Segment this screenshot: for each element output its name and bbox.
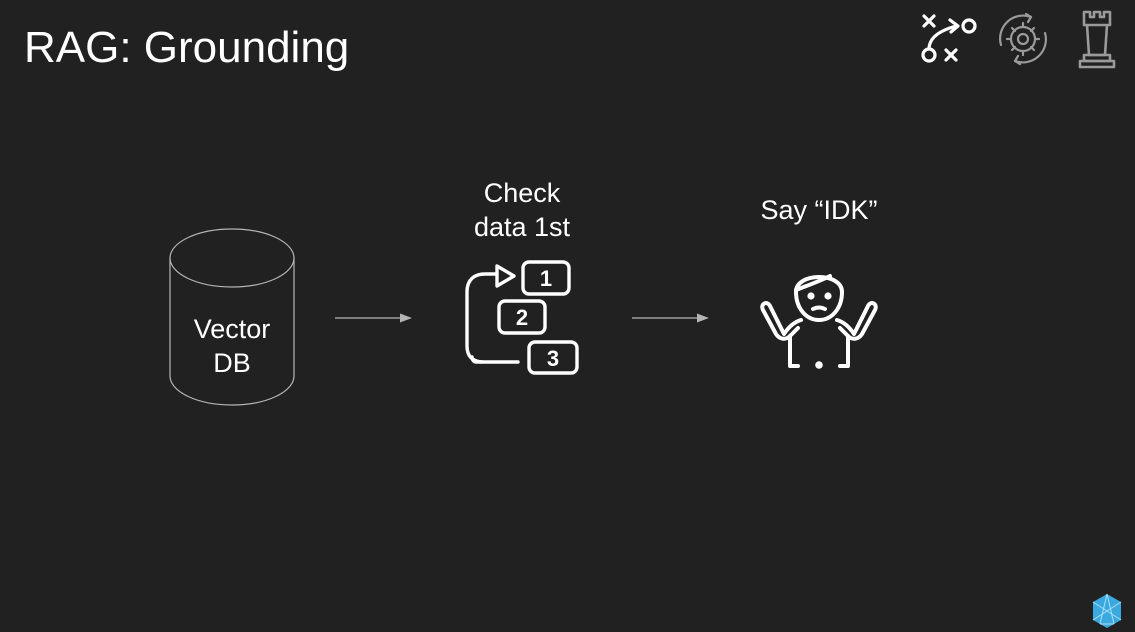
step-number-1: 1: [540, 266, 552, 291]
say-idk-label: Say “IDK”: [719, 193, 919, 227]
vector-db-label: Vector DB: [170, 312, 294, 380]
shrugging-person-icon: [760, 274, 878, 369]
numbered-steps-icon: 1 2 3: [465, 260, 579, 375]
vector-db-cylinder: [169, 228, 295, 406]
vector-db-label-line2: DB: [213, 348, 251, 378]
step-number-3: 3: [547, 346, 559, 371]
arrow-db-to-check: [335, 313, 412, 323]
hexagon-logo-icon: [1092, 593, 1122, 628]
check-data-label: Check data 1st: [422, 176, 622, 244]
check-data-label-line2: data 1st: [473, 212, 571, 242]
strategy-play-icon: [921, 14, 977, 63]
arrow-check-to-idk: [632, 313, 709, 323]
chess-rook-icon: [1078, 10, 1116, 69]
vector-db-label-line1: Vector: [193, 314, 271, 344]
check-data-label-line1: Check: [483, 178, 561, 208]
slide-title: RAG: Grounding: [24, 23, 350, 72]
gear-cycle-icon: [999, 12, 1047, 66]
say-idk-label-line1: Say “IDK”: [760, 195, 878, 225]
step-number-2: 2: [516, 305, 528, 330]
